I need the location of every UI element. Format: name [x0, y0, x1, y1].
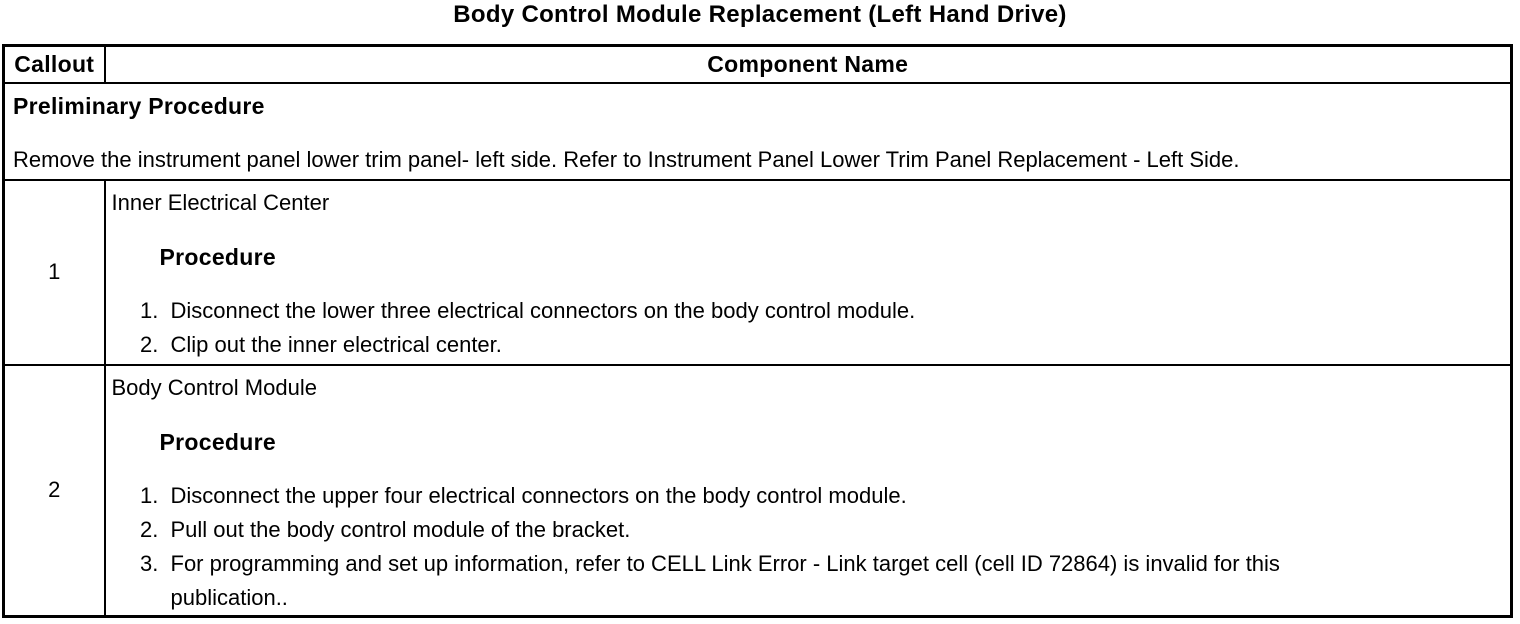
procedure-heading: Procedure	[159, 428, 276, 455]
component-name-label: Inner Electrical Center	[111, 189, 330, 215]
procedure-step: Disconnect the upper four electrical con…	[165, 479, 1292, 513]
procedure-step: Disconnect the lower three electrical co…	[165, 294, 1292, 328]
callout-number-2: 2	[2, 363, 106, 617]
callout-table: Callout Component Name Preliminary Proce…	[2, 44, 1513, 618]
callout-number-1: 1	[2, 178, 106, 366]
preliminary-procedure-instruction: Remove the instrument panel lower trim p…	[13, 146, 1240, 172]
preliminary-procedure-cell: Preliminary Procedure Remove the instrum…	[2, 81, 1513, 181]
table-row-callout-1: 1 Inner Electrical Center Procedure Disc…	[2, 178, 1513, 366]
table-header-row: Callout Component Name	[2, 44, 1513, 84]
procedure-heading: Procedure	[159, 243, 276, 270]
preliminary-procedure-heading: Preliminary Procedure	[13, 92, 265, 119]
component-cell-1: Inner Electrical Center Procedure Discon…	[103, 178, 1513, 366]
procedure-step: Pull out the body control module of the …	[165, 513, 1292, 547]
preliminary-procedure-row: Preliminary Procedure Remove the instrum…	[2, 81, 1513, 181]
procedure-step-list: Disconnect the upper four electrical con…	[112, 479, 1292, 615]
component-name-label: Body Control Module	[111, 374, 317, 400]
table-row-callout-2: 2 Body Control Module Procedure Disconne…	[2, 363, 1513, 617]
procedure-step: For programming and set up information, …	[165, 547, 1292, 615]
component-cell-2: Body Control Module Procedure Disconnect…	[103, 363, 1513, 617]
procedure-step: Clip out the inner electrical center.	[165, 328, 1292, 362]
component-name-column-header: Component Name	[103, 44, 1513, 84]
page-title: Body Control Module Replacement (Left Ha…	[453, 1, 1067, 28]
procedure-step-list: Disconnect the lower three electrical co…	[112, 294, 1292, 362]
callout-column-header: Callout	[2, 44, 106, 84]
